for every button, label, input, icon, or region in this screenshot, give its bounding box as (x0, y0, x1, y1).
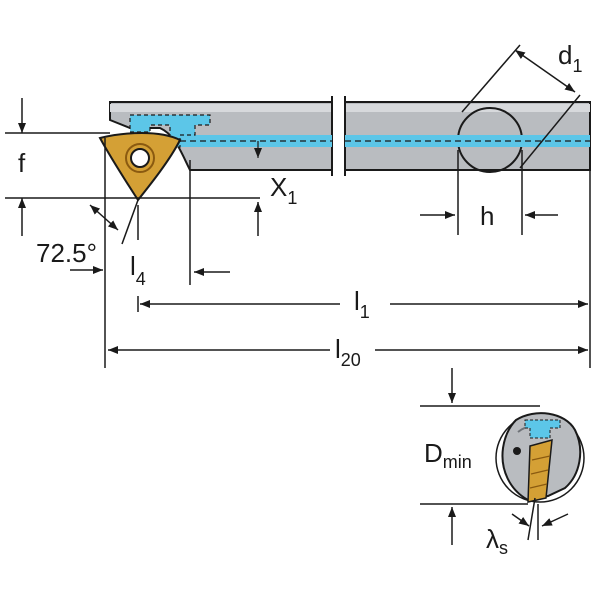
label-l20-sub: 20 (341, 350, 361, 370)
coolant-channel (129, 114, 590, 158)
dimension-h: h (420, 150, 558, 235)
label-d1-sub: 1 (572, 56, 582, 76)
label-l4: l4 (130, 251, 146, 289)
label-d1-main: d (558, 40, 572, 70)
label-x1-sub: 1 (287, 188, 297, 208)
bar-highlight-left (110, 104, 332, 112)
label-f: f (18, 148, 26, 178)
label-d1: d1 (558, 40, 582, 76)
end-view-screw (513, 447, 521, 455)
end-view: Dmin λs (420, 368, 585, 558)
label-h: h (480, 201, 494, 231)
label-dmin-main: D (424, 438, 443, 468)
label-lambda-sub: s (499, 538, 508, 558)
dimension-angle: 72.5° (36, 138, 139, 368)
label-l20: l20 (335, 334, 361, 370)
dimension-x1: X1 (254, 172, 297, 236)
label-l20-main: l (335, 334, 341, 364)
label-l1: l1 (354, 286, 370, 322)
dimension-d1: d1 (461, 40, 582, 169)
label-lambda-s: λs (486, 524, 508, 558)
label-dmin: Dmin (424, 438, 472, 472)
insert-screw-ring (125, 143, 155, 173)
label-x1: X1 (270, 172, 297, 208)
label-x1-main: X (270, 172, 287, 202)
dimension-l1: l1 (137, 170, 591, 368)
label-l1-main: l (354, 286, 360, 316)
label-angle: 72.5° (36, 238, 97, 268)
insert-screw-hole (130, 148, 150, 168)
dimension-f: f (5, 98, 260, 236)
bar-highlight-right (345, 104, 590, 112)
label-l4-main: l (130, 251, 136, 281)
triangular-insert (98, 132, 182, 202)
end-view-coolant (524, 419, 561, 439)
dimension-l4: l4 (130, 160, 230, 289)
label-l4-sub: 4 (136, 269, 146, 289)
dimension-l20: l20 (108, 334, 588, 370)
label-lambda-main: λ (486, 524, 499, 554)
label-dmin-sub: min (443, 452, 472, 472)
coolant-outlet (129, 114, 211, 148)
label-l1-sub: 1 (360, 302, 370, 322)
